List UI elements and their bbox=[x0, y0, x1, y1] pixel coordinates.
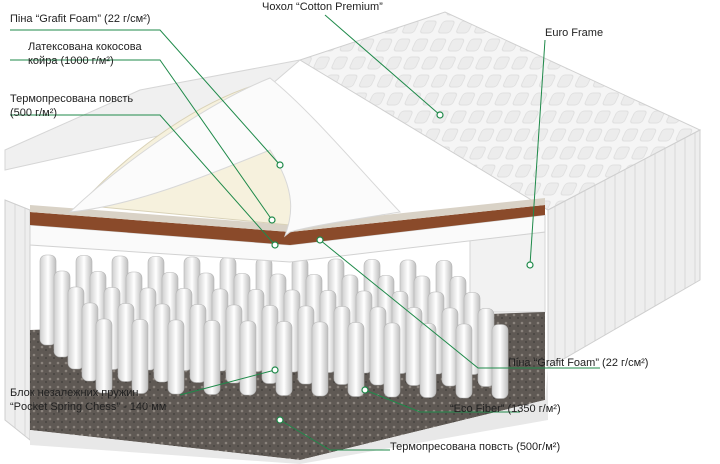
label-grafit-foam-top: Піна “Grafit Foam” (22 г/см²) bbox=[10, 13, 151, 25]
pocket-spring bbox=[203, 320, 221, 395]
pocket-spring bbox=[333, 306, 351, 385]
cover-right-side bbox=[547, 129, 701, 369]
pocket-spring bbox=[383, 322, 401, 398]
label-felt-top: Термопресована повсть (500 г/м²) bbox=[10, 92, 133, 120]
label-springs-line1: Блок незалежних пружин bbox=[10, 387, 139, 399]
pocket-spring bbox=[369, 306, 387, 386]
pocket-spring bbox=[441, 307, 459, 387]
label-springs-line2: “Pocket Spring Chess” - 140 мм bbox=[10, 401, 167, 413]
label-cover: Чохол “Cotton Premium” bbox=[262, 1, 383, 13]
euro-frame-block bbox=[469, 231, 546, 313]
pocket-spring bbox=[189, 304, 207, 383]
label-felt-top-line1: Термопресована повсть bbox=[10, 93, 134, 105]
pocket-spring bbox=[347, 322, 365, 397]
label-eco-fiber: “Eco Fiber” (1350 г/м²) bbox=[450, 403, 561, 415]
pocket-spring bbox=[117, 303, 135, 382]
pocket-spring bbox=[95, 318, 113, 394]
coir-layer bbox=[30, 205, 545, 245]
leader-lines bbox=[10, 14, 600, 451]
label-springs: Блок незалежних пружин “Pocket Spring Ch… bbox=[10, 386, 166, 414]
pocket-spring bbox=[405, 307, 423, 386]
pocket-spring bbox=[53, 270, 71, 358]
pocket-spring bbox=[153, 303, 171, 383]
pocket-spring bbox=[81, 302, 99, 382]
bottom-felt-layer bbox=[30, 368, 548, 464]
pocket-spring bbox=[477, 308, 495, 387]
pocket-spring bbox=[311, 321, 329, 397]
pocket-spring bbox=[491, 324, 509, 399]
pocket-spring bbox=[39, 254, 57, 346]
pocket-spring bbox=[419, 323, 437, 398]
pocket-springs bbox=[39, 254, 509, 399]
label-latex-coir: Латексована кокосова койра (1000 г/м²) bbox=[28, 40, 142, 68]
pocket-spring bbox=[455, 323, 473, 399]
leader-dots bbox=[268, 111, 534, 424]
peeled-cover-flap bbox=[68, 77, 402, 238]
pocket-spring bbox=[167, 319, 185, 395]
pocket-spring bbox=[275, 321, 293, 396]
label-felt-top-line2: (500 г/м²) bbox=[10, 107, 58, 119]
label-latex-coir-line2: койра (1000 г/м²) bbox=[28, 55, 114, 67]
label-latex-coir-line1: Латексована кокосова bbox=[28, 41, 142, 53]
label-euro-frame: Euro Frame bbox=[545, 27, 604, 39]
pocket-spring bbox=[67, 286, 85, 370]
pocket-spring bbox=[131, 319, 149, 394]
pocket-spring bbox=[297, 305, 315, 385]
label-grafit-foam-bottom: Піна “Grafit Foam” (22 г/см²) bbox=[508, 357, 649, 369]
pocket-spring bbox=[239, 320, 257, 396]
pocket-spring bbox=[225, 304, 243, 384]
label-felt-bottom: Термопресована повсть (500г/м²) bbox=[390, 441, 561, 453]
